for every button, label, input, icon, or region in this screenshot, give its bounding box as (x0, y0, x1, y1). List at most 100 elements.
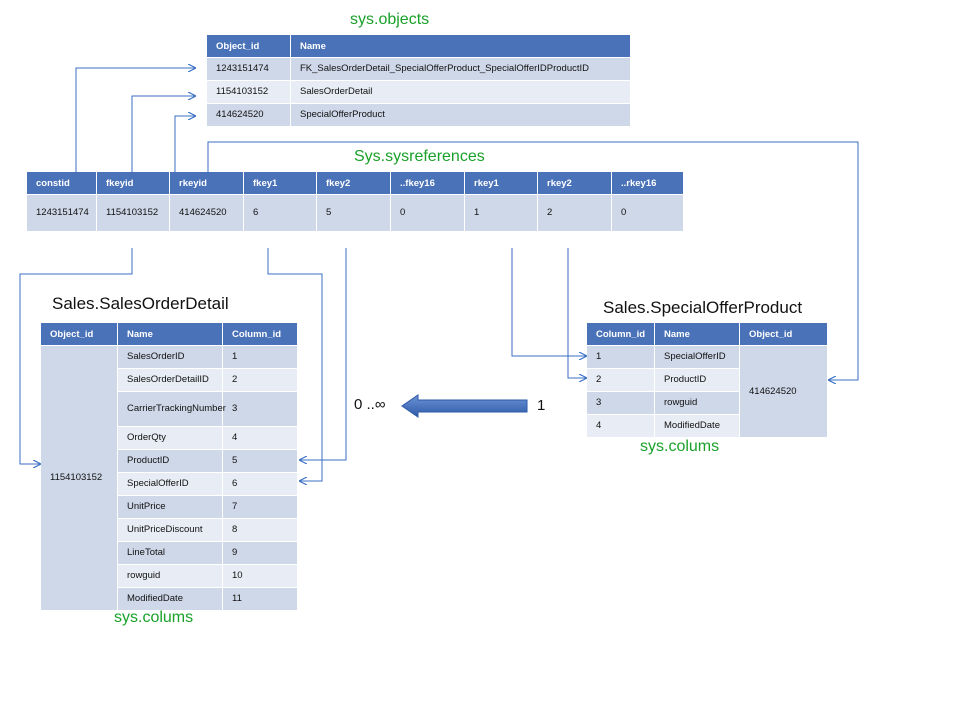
connector-constid (75, 68, 195, 172)
cell: SpecialOfferProduct (291, 104, 631, 127)
column-header: rkeyid (170, 172, 244, 195)
table-row: UnitPrice 7 (41, 496, 298, 519)
cell: FK_SalesOrderDetail_SpecialOfferProduct_… (291, 58, 631, 81)
cell: ProductID (118, 450, 223, 473)
column-header: Object_id (207, 35, 291, 58)
cell: SpecialOfferID (118, 473, 223, 496)
cell: 1154103152 (207, 81, 291, 104)
connector-fkeyid-object (19, 248, 133, 464)
cell: 2 (587, 369, 655, 392)
column-header: Name (118, 323, 223, 346)
table-row: 1154103152 SalesOrderID 1 (41, 346, 298, 611)
column-header: fkey2 (317, 172, 391, 195)
sys-objects-title: sys.objects (350, 11, 430, 28)
cell: SalesOrderID (118, 346, 223, 369)
special-offer-product-title: Sales.SpecialOfferProduct (603, 298, 803, 317)
cell: 6 (223, 473, 298, 496)
cell: 4 (587, 415, 655, 438)
cell: 10 (223, 565, 298, 588)
cell: rowguid (655, 392, 740, 415)
table-row: 1243151474 FK_SalesOrderDetail_SpecialOf… (207, 58, 631, 81)
column-header: rkey1 (465, 172, 538, 195)
cell: rowguid (118, 565, 223, 588)
cell: 1 (587, 346, 655, 369)
table-row: SpecialOfferID 6 (41, 473, 298, 496)
cell: ProductID (655, 369, 740, 392)
cell: SalesOrderDetailID (118, 369, 223, 392)
connector-fkeyid (131, 96, 195, 172)
table-row: SalesOrderDetailID 2 (41, 369, 298, 392)
column-header: ..rkey16 (612, 172, 684, 195)
column-header: Name (655, 323, 740, 346)
column-header: rkey2 (538, 172, 612, 195)
column-header: Object_id (41, 323, 118, 346)
cell: 1243151474 (207, 58, 291, 81)
cell: SalesOrderDetail (291, 81, 631, 104)
sysreferences-title: Sys.sysreferences (354, 148, 485, 165)
table-row: 3 rowguid (587, 392, 828, 415)
table-row: CarrierTrackingNumber 3 (41, 392, 298, 427)
cell: 1243151474 (27, 195, 97, 232)
column-header: Column_id (587, 323, 655, 346)
cell: 7 (223, 496, 298, 519)
cell: 5 (223, 450, 298, 473)
sales-order-detail-caption: sys.colums (114, 609, 194, 626)
table-row: 1 SpecialOfferID 414624520 (587, 346, 828, 438)
column-header: fkeyid (97, 172, 170, 195)
connector-rkeyid (174, 116, 195, 172)
cell: SpecialOfferID (655, 346, 740, 369)
connector-rkey1 (511, 248, 586, 356)
column-header: ..fkey16 (391, 172, 465, 195)
cardinality-arrow (401, 394, 528, 418)
table-row: UnitPriceDiscount 8 (41, 519, 298, 542)
table-row: 4 ModifiedDate (587, 415, 828, 438)
table-row: OrderQty 4 (41, 427, 298, 450)
cell: UnitPrice (118, 496, 223, 519)
cell: 414624520 (170, 195, 244, 232)
table-row: LineTotal 9 (41, 542, 298, 565)
cell: 1 (465, 195, 538, 232)
cell: 4 (223, 427, 298, 450)
cell: 3 (223, 392, 298, 427)
cell: UnitPriceDiscount (118, 519, 223, 542)
cell: 11 (223, 588, 298, 611)
sys-objects-table: Object_id Name 1243151474 FK_SalesOrderD… (207, 35, 631, 127)
object-id-cell: 414624520 (740, 346, 828, 438)
table-row: ProductID 5 (41, 450, 298, 473)
table-row: 414624520 SpecialOfferProduct (207, 104, 631, 127)
cell: 5 (317, 195, 391, 232)
table-row: 1243151474 1154103152 414624520 6 5 0 1 … (27, 195, 684, 232)
cell: OrderQty (118, 427, 223, 450)
column-header: Column_id (223, 323, 298, 346)
cell: ModifiedDate (118, 588, 223, 611)
cardinality-one-label: 1 (537, 397, 546, 414)
column-header: Object_id (740, 323, 828, 346)
cell: 1154103152 (97, 195, 170, 232)
connector-rkeyid-object (207, 141, 859, 380)
cell: ModifiedDate (655, 415, 740, 438)
table-row: rowguid 10 (41, 565, 298, 588)
sysreferences-table: constid fkeyid rkeyid fkey1 fkey2 ..fkey… (27, 172, 684, 232)
cell: 2 (223, 369, 298, 392)
cell: 0 (391, 195, 465, 232)
special-offer-product-table: Column_id Name Object_id 1 SpecialOfferI… (587, 323, 828, 438)
cell: 3 (587, 392, 655, 415)
cardinality-many-label: 0 ..∞ (354, 396, 386, 413)
table-row: 1154103152 SalesOrderDetail (207, 81, 631, 104)
cell: 8 (223, 519, 298, 542)
object-id-cell: 1154103152 (41, 346, 118, 611)
connector-fkey1 (267, 248, 323, 481)
table-row: ModifiedDate 11 (41, 588, 298, 611)
cell: 2 (538, 195, 612, 232)
cell: 6 (244, 195, 317, 232)
cell: 1 (223, 346, 298, 369)
table-row: 2 ProductID (587, 369, 828, 392)
cell: LineTotal (118, 542, 223, 565)
column-header: Name (291, 35, 631, 58)
special-offer-product-caption: sys.colums (640, 438, 720, 455)
sales-order-detail-title: Sales.SalesOrderDetail (52, 294, 229, 313)
sales-order-detail-table: Object_id Name Column_id 1154103152 Sale… (41, 323, 298, 611)
column-header: constid (27, 172, 97, 195)
connector-fkey2 (300, 248, 347, 460)
